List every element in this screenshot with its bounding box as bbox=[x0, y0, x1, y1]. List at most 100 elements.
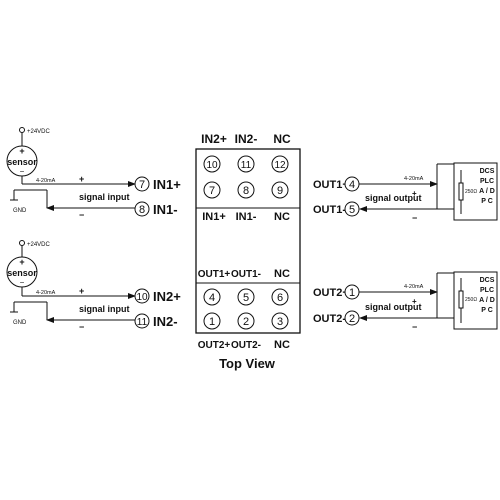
device-header-in2-plus: IN2+ bbox=[201, 132, 227, 146]
device-terminal-12-number: 12 bbox=[274, 160, 286, 171]
device-terminal-8-number: 8 bbox=[243, 185, 249, 197]
out2-minus-sign: − bbox=[412, 322, 417, 332]
receiver-1-line2: PLC bbox=[480, 178, 494, 185]
sensor-label-2: sensor bbox=[7, 268, 37, 278]
terminal-in2-minus bbox=[134, 313, 150, 329]
supply-label-1: +24VDC bbox=[27, 129, 51, 135]
receiver-2-line4: P C bbox=[481, 307, 493, 314]
out2-plus-label: OUT2+ bbox=[313, 287, 349, 299]
sensor-minus-2: − bbox=[20, 278, 25, 287]
supply-terminal-1 bbox=[19, 127, 25, 133]
device-footer-out2-minus: OUT2- bbox=[231, 340, 261, 351]
input-minus-sign-2: − bbox=[79, 322, 84, 332]
top-view-caption: Top View bbox=[219, 356, 276, 371]
receiver-2-resistor-value: 250Ω bbox=[465, 297, 477, 303]
receiver-1-resistor-value: 250Ω bbox=[465, 189, 477, 195]
sensor-plus-1: + bbox=[19, 146, 24, 156]
device-terminal-9 bbox=[271, 181, 289, 199]
sensor-plus-2: + bbox=[19, 257, 24, 267]
device-terminal-3-number: 3 bbox=[277, 316, 283, 328]
terminal-in2-minus-number: 11 bbox=[137, 317, 148, 328]
signal-input-label-2: signal input bbox=[79, 304, 130, 314]
gnd-label-2: GND bbox=[13, 320, 27, 326]
receiver-1-line4: P C bbox=[481, 198, 493, 205]
input-channel-2: +24VDC + sensor − 4-20mA GND + − signal … bbox=[6, 240, 181, 332]
input-minus-sign-1: − bbox=[79, 210, 84, 220]
device-terminal-7 bbox=[203, 181, 221, 199]
device-label-nc-mid-top: NC bbox=[274, 211, 290, 223]
out2-plus-sign: + bbox=[412, 297, 417, 306]
terminal-out2-plus-number: 1 bbox=[349, 287, 355, 299]
terminal-in2-plus-number: 10 bbox=[136, 292, 148, 303]
signal-output-label-2: signal output bbox=[365, 302, 422, 312]
in2-minus-label: IN2- bbox=[153, 314, 178, 329]
out2-loop-current: 4-20mA bbox=[404, 284, 424, 290]
device-label-out1-minus: OUT1- bbox=[231, 269, 261, 280]
device-terminal-3 bbox=[271, 312, 289, 330]
out1-plus-label: OUT1+ bbox=[313, 179, 349, 191]
device-top-view: IN2+ IN2- NC 10 11 12 7 8 9 IN1+ IN1- NC… bbox=[195, 132, 301, 371]
receiver-2 bbox=[453, 271, 498, 330]
device-footer-nc: NC bbox=[274, 339, 290, 351]
device-terminal-10 bbox=[203, 155, 221, 173]
device-header-in2-minus: IN2- bbox=[235, 132, 258, 146]
receiver-1-line1: DCS bbox=[480, 168, 495, 175]
out1-minus-label: OUT1- bbox=[313, 204, 346, 216]
signal-input-label-1: signal input bbox=[79, 192, 130, 202]
input-plus-sign-2: + bbox=[79, 286, 84, 296]
output-channel-1: OUT1+ 4 OUT1- 5 4-20mA + signal output −… bbox=[313, 162, 498, 223]
device-label-in1-plus: IN1+ bbox=[202, 211, 226, 223]
device-upper-block bbox=[195, 148, 301, 209]
device-label-out1-plus: OUT1+ bbox=[198, 269, 231, 280]
device-terminal-1 bbox=[203, 312, 221, 330]
device-terminal-12 bbox=[271, 155, 289, 173]
terminal-out1-minus-number: 5 bbox=[349, 204, 355, 216]
receiver-1 bbox=[453, 162, 498, 221]
out1-minus-sign: − bbox=[412, 213, 417, 223]
out2-minus-label: OUT2- bbox=[313, 313, 346, 325]
receiver-2-resistor bbox=[458, 290, 464, 309]
terminal-in2-plus bbox=[134, 288, 150, 304]
device-terminal-2 bbox=[237, 312, 255, 330]
device-terminal-4-number: 4 bbox=[209, 292, 215, 304]
device-terminal-11-number: 11 bbox=[241, 160, 252, 171]
receiver-1-line3: A / D bbox=[479, 188, 495, 195]
device-terminal-5-number: 5 bbox=[243, 292, 249, 304]
in1-plus-label: IN1+ bbox=[153, 177, 181, 192]
in1-minus-label: IN1- bbox=[153, 202, 178, 217]
device-terminal-11 bbox=[237, 155, 255, 173]
loop-current-1: 4-20mA bbox=[36, 178, 56, 184]
out1-loop-current: 4-20mA bbox=[404, 176, 424, 182]
device-terminal-6-number: 6 bbox=[277, 292, 283, 304]
out1-plus-sign: + bbox=[412, 189, 417, 198]
device-terminal-7-number: 7 bbox=[209, 185, 215, 197]
device-terminal-10-number: 10 bbox=[206, 160, 218, 171]
in2-plus-label: IN2+ bbox=[153, 289, 181, 304]
device-terminal-6 bbox=[271, 288, 289, 306]
signal-output-label-1: signal output bbox=[365, 193, 422, 203]
gnd-label-1: GND bbox=[13, 208, 27, 214]
sensor-label-1: sensor bbox=[7, 157, 37, 167]
device-header-nc-top: NC bbox=[273, 132, 291, 146]
terminal-out2-minus-number: 2 bbox=[349, 313, 355, 325]
terminal-in1-plus-number: 7 bbox=[139, 179, 145, 191]
device-terminal-8 bbox=[237, 181, 255, 199]
terminal-in1-plus bbox=[134, 176, 150, 192]
sensor-minus-1: − bbox=[20, 167, 25, 176]
device-lower-block bbox=[195, 282, 301, 334]
terminal-out1-plus-number: 4 bbox=[349, 179, 355, 191]
input-channel-1: +24VDC + sensor − 4-20mA GND + − signal … bbox=[6, 127, 181, 220]
supply-label-2: +24VDC bbox=[27, 242, 51, 248]
receiver-2-line1: DCS bbox=[480, 277, 495, 284]
device-footer-out2-plus: OUT2+ bbox=[198, 340, 231, 351]
receiver-2-line2: PLC bbox=[480, 287, 494, 294]
device-terminal-5 bbox=[237, 288, 255, 306]
device-terminal-1-number: 1 bbox=[209, 316, 215, 328]
loop-current-2: 4-20mA bbox=[36, 290, 56, 296]
receiver-1-resistor bbox=[458, 182, 464, 201]
device-label-nc-mid-bottom: NC bbox=[274, 268, 290, 280]
terminal-in1-minus-number: 8 bbox=[139, 204, 145, 216]
output-channel-2: OUT2+ 1 OUT2- 2 4-20mA + signal output −… bbox=[313, 271, 498, 332]
device-terminal-9-number: 9 bbox=[277, 185, 283, 197]
